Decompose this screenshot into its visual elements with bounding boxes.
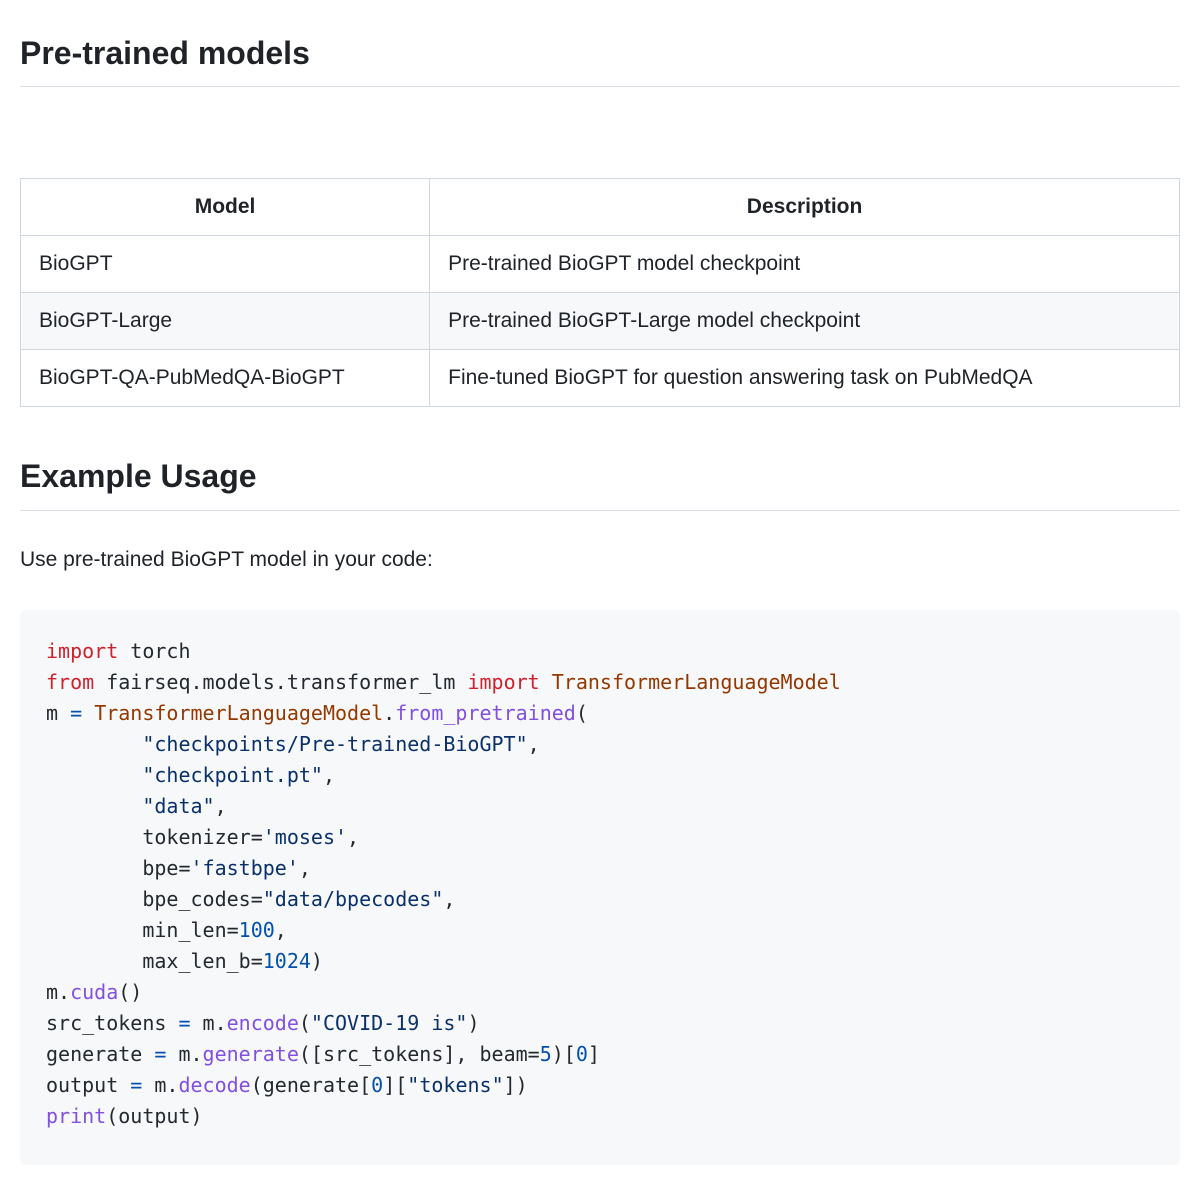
code-token-plain: m. [46, 979, 71, 1004]
code-token-string: "tokens" [407, 1072, 504, 1097]
code-token-plain: , [214, 793, 227, 818]
code-token-plain [46, 732, 142, 756]
code-token-plain: min_len= [46, 917, 239, 942]
code-token-plain: (output) [106, 1103, 203, 1128]
table-header-description: Description [429, 178, 1180, 237]
code-token-plain: ]) [503, 1072, 528, 1097]
code-token-number: = [70, 700, 83, 725]
code-token-string: "checkpoints/Pre-trained-BioGPT" [142, 731, 528, 756]
models-table-head: Model Description [19, 178, 1180, 237]
code-token-plain: ][ [383, 1072, 408, 1097]
code-token-plain: generate [46, 1041, 155, 1066]
code-token-plain: m. [166, 1041, 203, 1066]
code-token-class: TransformerLanguageModel [539, 669, 841, 694]
code-token-function: cuda [70, 979, 119, 1004]
code-token-plain: bpe_codes= [46, 886, 263, 911]
code-token-plain: ] [587, 1041, 600, 1066]
code-token-plain: , [322, 762, 335, 787]
code-token-plain: tokenizer= [46, 824, 263, 849]
table-header-model: Model [19, 178, 431, 237]
section-heading-pretrained-models: Pre-trained models [20, 34, 1180, 88]
code-token-keyword: import [467, 669, 540, 694]
code-token-number: 0 [371, 1072, 384, 1097]
code-token-plain: () [118, 979, 143, 1004]
code-token-plain: bpe= [46, 855, 191, 880]
code-token-function: decode [178, 1072, 251, 1097]
usage-intro-text: Use pre-trained BioGPT model in your cod… [20, 547, 433, 571]
description-cell: Fine-tuned BioGPT for question answering… [429, 349, 1180, 408]
code-token-plain: torch [118, 638, 191, 663]
code-token-number: = [130, 1072, 143, 1097]
code-token-string: "data" [142, 793, 215, 818]
code-token-number: 100 [238, 917, 275, 942]
code-token-number: = [178, 1010, 191, 1035]
code-token-class: TransformerLanguageModel [94, 700, 384, 725]
section-heading-example-usage: Example Usage [20, 457, 1180, 511]
code-token-plain: )[ [551, 1041, 576, 1066]
code-token-plain: m [46, 700, 71, 725]
code-token-keyword: import [46, 638, 119, 663]
code-token-string: 'fastbpe' [190, 855, 299, 880]
code-token-number: 5 [539, 1041, 552, 1066]
model-cell: BioGPT-QA-PubMedQA-BioGPT [19, 349, 431, 408]
code-token-plain: , [347, 824, 360, 849]
code-token-number: 1024 [262, 948, 311, 973]
description-cell: Pre-trained BioGPT model checkpoint [429, 235, 1180, 294]
code-token-keyword: from [46, 669, 95, 694]
code-token-string: "checkpoint.pt" [142, 762, 323, 787]
table-header-row: Model Description [19, 178, 1180, 237]
code-token-string: 'moses' [262, 824, 348, 849]
code-token-plain: , [527, 731, 540, 756]
code-token-plain: , [298, 855, 311, 880]
code-token-plain: src_tokens [46, 1010, 179, 1035]
code-token-plain: m. [142, 1072, 179, 1097]
code-token-plain: output [46, 1072, 131, 1097]
code-token-plain [46, 794, 142, 818]
code-token-plain: ) [310, 948, 323, 973]
code-token-plain: (generate[ [250, 1072, 372, 1097]
description-cell: Pre-trained BioGPT-Large model checkpoin… [429, 292, 1180, 351]
code-block: import torch from fairseq.models.transfo… [20, 609, 1180, 1165]
model-cell: BioGPT-Large [19, 292, 431, 351]
code-token-plain [46, 763, 142, 787]
code-token-plain: m. [190, 1010, 227, 1035]
code-token-function: print [46, 1103, 107, 1128]
code-token-string: "COVID-19 is" [310, 1010, 468, 1035]
code-token-plain: , [274, 917, 287, 942]
code-token-plain: . [383, 700, 396, 725]
code-token-plain: ( [298, 1010, 311, 1035]
code-token-plain: fairseq.models.transformer_lm [94, 669, 468, 694]
code-token-plain: ) [467, 1010, 480, 1035]
code-token-string: "data/bpecodes" [262, 886, 444, 911]
code-token-function: encode [226, 1010, 299, 1035]
code-token-function: generate [202, 1041, 299, 1066]
code-content: import torch from fairseq.models.transfo… [46, 636, 1154, 1132]
code-token-plain: , [443, 886, 456, 911]
code-token-plain: ([src_tokens], beam= [298, 1041, 540, 1066]
model-cell: BioGPT [19, 235, 431, 294]
code-token-plain: ( [575, 700, 588, 725]
code-token-number: = [154, 1041, 167, 1066]
code-token-plain [82, 701, 94, 725]
code-token-number: 0 [575, 1041, 588, 1066]
code-token-function: from_pretrained [395, 700, 576, 725]
code-token-plain: max_len_b= [46, 948, 263, 973]
